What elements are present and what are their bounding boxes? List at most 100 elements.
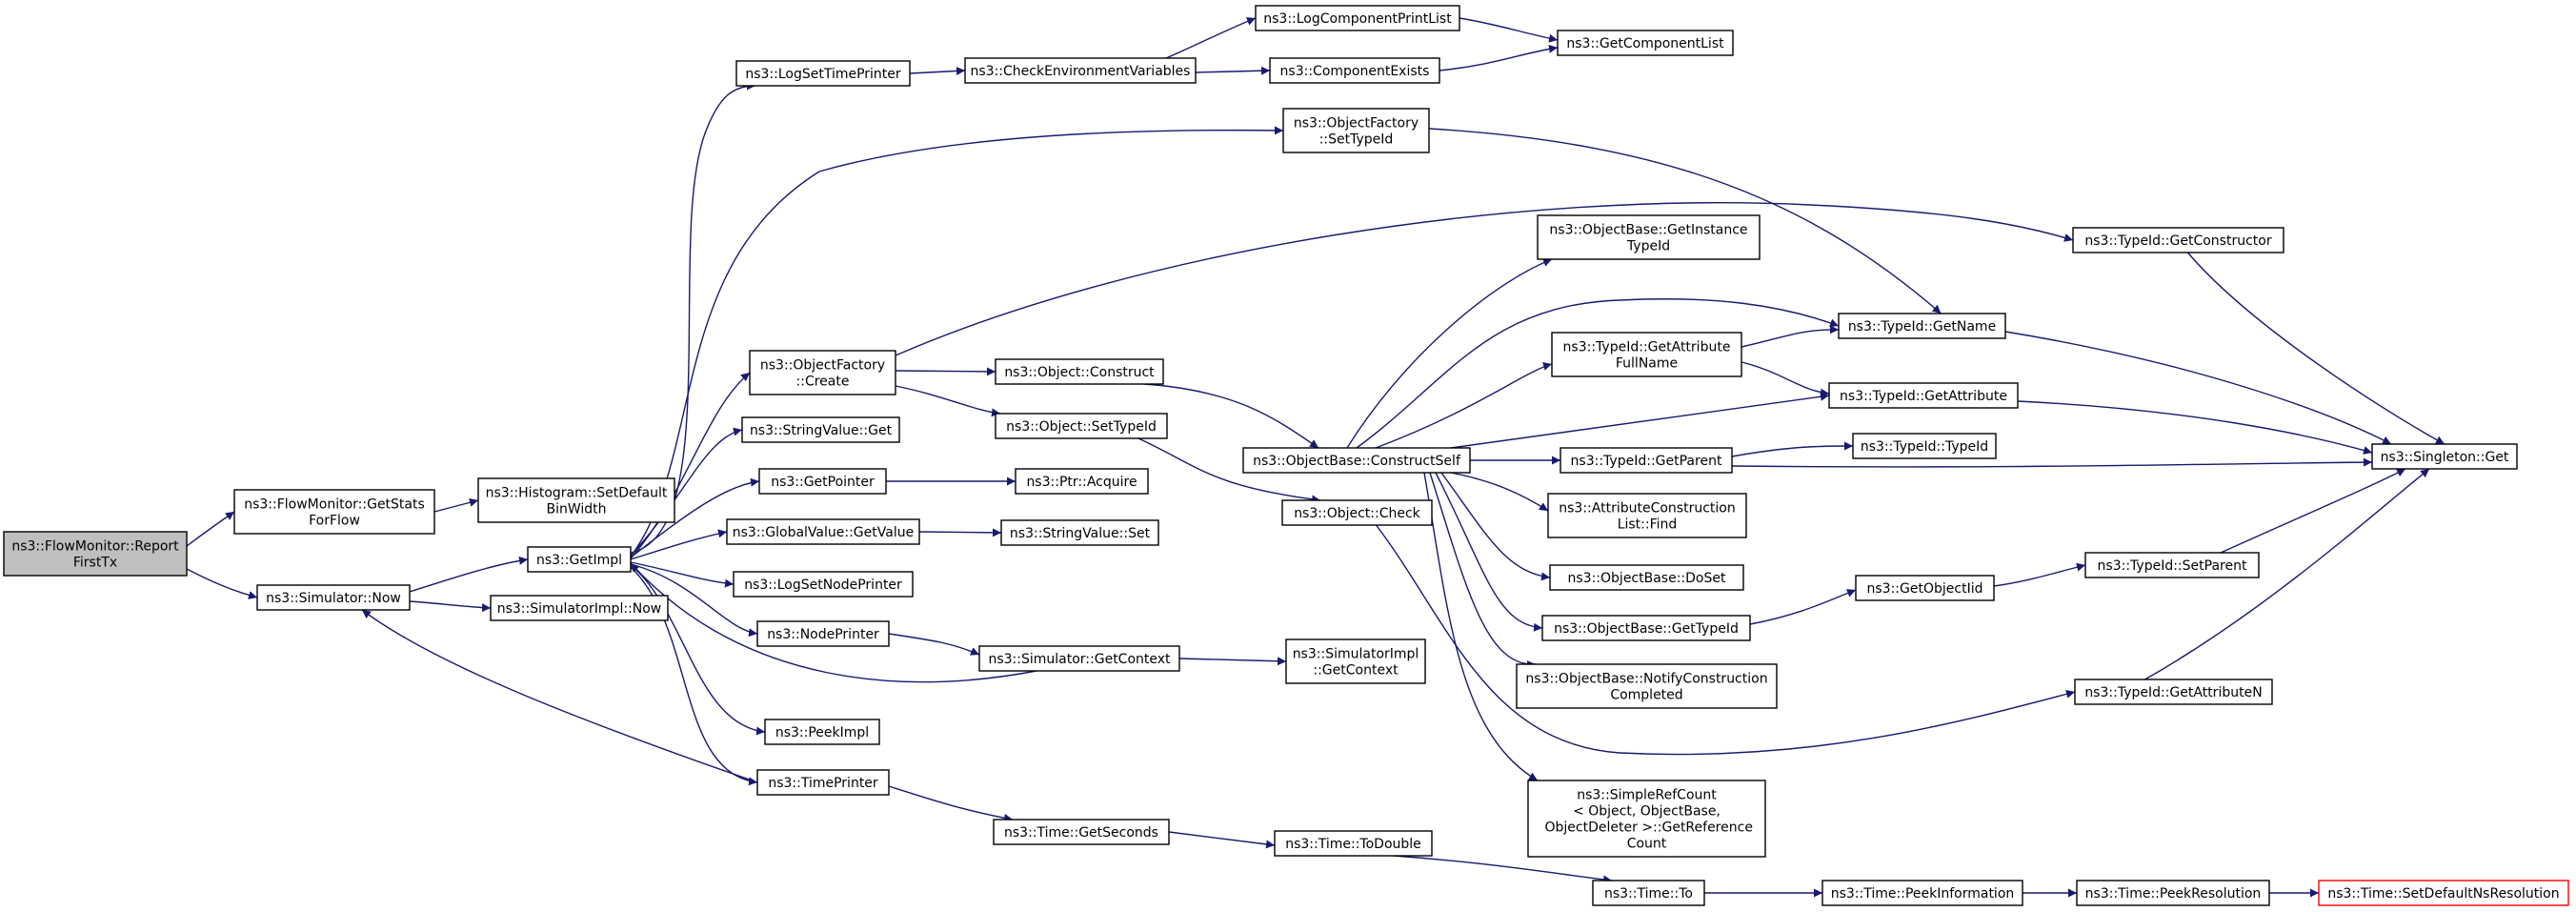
edge-arrow <box>630 126 1284 557</box>
node-peekinfo[interactable]: ns3::Time::PeekInformation <box>1821 880 2023 906</box>
edge-timegetsec-to-timetodouble <box>1168 831 1276 849</box>
node-getpointer[interactable]: ns3::GetPointer <box>758 468 887 495</box>
node-label: ns3::LogSetTimePrinter <box>745 67 901 82</box>
node-box <box>1541 615 1751 641</box>
node-setdefres[interactable]: ns3::Time::SetDefaultNsResolution <box>2318 880 2569 906</box>
node-objfactcreate[interactable]: ns3::ObjectFactory::Create <box>749 350 896 395</box>
node-notifyconst[interactable]: ns3::ObjectBase::NotifyConstructionCompl… <box>1516 663 1778 709</box>
node-box <box>1255 5 1460 31</box>
node-logsettime[interactable]: ns3::LogSetTimePrinter <box>735 60 911 87</box>
node-label: Count <box>1627 837 1667 852</box>
node-typegetparent[interactable]: ns3::TypeId::GetParent <box>1560 447 1733 474</box>
edge-constructself-to-objgettype <box>1435 472 1543 632</box>
node-objcheck[interactable]: ns3::Object::Check <box>1281 499 1433 526</box>
node-simplerefcount[interactable]: ns3::SimpleRefCount< Object, ObjectBase,… <box>1527 780 1766 858</box>
node-label: ns3::TypeId::GetAttribute <box>1840 389 2007 404</box>
node-objsettype[interactable]: ns3::Object::SetTypeId <box>995 413 1168 439</box>
edge-arrow <box>1741 361 1830 397</box>
edge-arrow <box>1440 472 1551 581</box>
node-simnow[interactable]: ns3::Simulator::Now <box>256 584 411 611</box>
node-objdoset[interactable]: ns3::ObjectBase::DoSet <box>1549 564 1744 591</box>
node-label: FirstTx <box>73 556 117 571</box>
node-objgettype[interactable]: ns3::ObjectBase::GetTypeId <box>1541 615 1751 641</box>
node-globalget[interactable]: ns3::GlobalValue::GetValue <box>726 518 920 545</box>
node-compexists[interactable]: ns3::ComponentExists <box>1269 57 1440 84</box>
node-getimpl[interactable]: ns3::GetImpl <box>527 546 632 573</box>
node-constructself[interactable]: ns3::ObjectBase::ConstructSelf <box>1242 447 1471 474</box>
node-simimplctx[interactable]: ns3::SimulatorImpl::GetContext <box>1285 638 1426 684</box>
edge-arrow <box>1459 17 1559 43</box>
edge-arrow <box>630 564 766 736</box>
node-objfactsettype[interactable]: ns3::ObjectFactory::SetTypeId <box>1282 108 1430 153</box>
node-label: ns3::Ptr::Acquire <box>1026 475 1137 490</box>
node-label: ::SetTypeId <box>1319 132 1394 148</box>
node-label: BinWidth <box>546 502 606 517</box>
node-timeto[interactable]: ns3::Time::To <box>1592 880 1705 906</box>
edge-arrow <box>1423 472 1539 781</box>
node-ptracquire[interactable]: ns3::Ptr::Acquire <box>1015 468 1149 495</box>
node-label: ns3::GetImpl <box>536 553 622 568</box>
edge-arrow <box>895 385 1001 417</box>
node-box <box>1015 468 1149 495</box>
node-objconstruct[interactable]: ns3::Object::Construct <box>995 358 1164 385</box>
node-timeprinter[interactable]: ns3::TimePrinter <box>756 769 890 796</box>
node-box <box>756 769 890 796</box>
node-label: ns3::PeekImpl <box>775 725 869 740</box>
node-box <box>1560 447 1733 474</box>
node-label: ns3::TypeId::SetParent <box>2098 558 2247 574</box>
node-label: List::Find <box>1618 517 1678 533</box>
node-label: FullName <box>1616 356 1678 372</box>
edge-getimpl-to-stringget <box>630 427 743 557</box>
edge-simnow-to-getimpl <box>409 556 529 593</box>
edge-timeprinter-to-timegetsec <box>888 785 1014 822</box>
node-box <box>2074 679 2273 705</box>
node-simimplnow[interactable]: ns3::SimulatorImpl::Now <box>490 595 669 621</box>
node-box <box>1000 519 1159 546</box>
node-getobjiid[interactable]: ns3::GetObjectIid <box>1855 575 1995 601</box>
node-logsetnode[interactable]: ns3::LogSetNodePrinter <box>733 571 914 598</box>
node-label: ns3::Time::PeekInformation <box>1831 886 2015 902</box>
node-stringset[interactable]: ns3::StringValue::Set <box>1000 519 1159 546</box>
node-typegetname[interactable]: ns3::TypeId::GetName <box>1838 313 2006 339</box>
node-logcomplist[interactable]: ns3::LogComponentPrintList <box>1255 5 1460 31</box>
node-getcomplist[interactable]: ns3::GetComponentList <box>1557 30 1734 56</box>
node-box <box>1281 499 1433 526</box>
node-label: ns3::Simulator::Now <box>266 591 401 606</box>
node-label: ns3::ObjectBase::NotifyConstruction <box>1525 672 1767 687</box>
node-label: ns3::FlowMonitor::GetStats <box>244 497 425 513</box>
edge-arrow <box>361 609 758 783</box>
node-typesetparent[interactable]: ns3::TypeId::SetParent <box>2084 552 2260 578</box>
node-checkenv[interactable]: ns3::CheckEnvironmentVariables <box>964 57 1197 84</box>
edge-getobjiid-to-typesetparent <box>1993 562 2086 587</box>
edge-constructself-to-typegetattr <box>1450 392 1830 449</box>
edge-arrow <box>909 66 966 75</box>
node-box <box>1855 575 1995 601</box>
node-typegetattr[interactable]: ns3::TypeId::GetAttribute <box>1828 382 2019 409</box>
edge-arrow <box>895 202 2074 356</box>
edge-arrow <box>1731 441 1854 457</box>
node-timegetsec[interactable]: ns3::Time::GetSeconds <box>993 819 1170 845</box>
node-stringget[interactable]: ns3::StringValue::Get <box>741 416 900 443</box>
edge-arrow <box>630 529 728 560</box>
node-box <box>2076 880 2270 906</box>
edge-getimpl-to-nodeprinter <box>630 563 758 638</box>
node-peekimpl[interactable]: ns3::PeekImpl <box>764 719 880 745</box>
node-typegetattrn[interactable]: ns3::TypeId::GetAttributeN <box>2074 679 2273 705</box>
node-typegetctor[interactable]: ns3::TypeId::GetConstructor <box>2072 227 2284 253</box>
node-timetodouble[interactable]: ns3::Time::ToDouble <box>1274 830 1433 857</box>
node-singletonget[interactable]: ns3::Singleton::Get <box>2371 443 2518 470</box>
node-peekres[interactable]: ns3::Time::PeekResolution <box>2076 880 2270 906</box>
node-simgetctx[interactable]: ns3::Simulator::GetContext <box>978 645 1180 672</box>
node-box <box>741 416 900 443</box>
node-label: ns3::Time::GetSeconds <box>1004 825 1158 841</box>
node-label: ns3::CheckEnvironmentVariables <box>971 64 1191 79</box>
node-nodeprinter[interactable]: ns3::NodePrinter <box>756 620 890 647</box>
node-typetypeid[interactable]: ns3::TypeId::TypeId <box>1852 433 1997 459</box>
